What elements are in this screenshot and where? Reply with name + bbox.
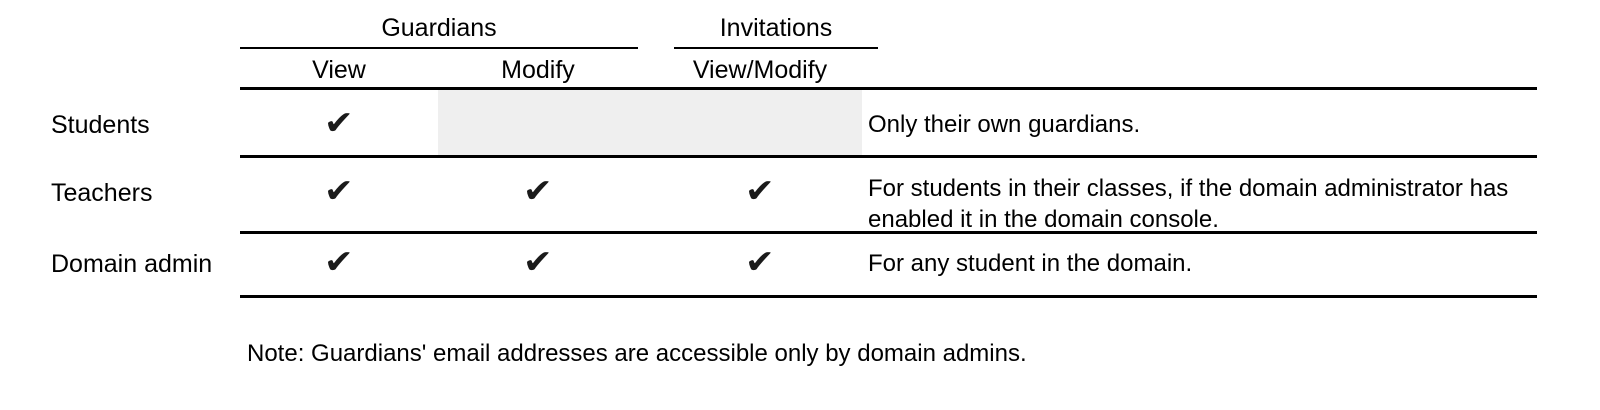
cell-students-invitations-view-modify bbox=[658, 105, 862, 141]
row-label-teachers: Teachers bbox=[51, 179, 153, 207]
cell-teachers-guardians-modify: ✔ bbox=[438, 173, 638, 209]
group-header-guardians: Guardians bbox=[381, 14, 497, 42]
column-header-view-modify: View/Modify bbox=[692, 56, 828, 84]
rule-after-teachers bbox=[240, 231, 1537, 234]
cell-domain-admin-guardians-view: ✔ bbox=[240, 244, 438, 280]
row-label-students: Students bbox=[51, 111, 150, 139]
check-icon: ✔ bbox=[324, 103, 354, 142]
rule-after-students bbox=[240, 155, 1537, 158]
cell-students-guardians-view: ✔ bbox=[240, 105, 438, 141]
column-header-modify: Modify bbox=[501, 56, 575, 84]
table-footnote: Note: Guardians' email addresses are acc… bbox=[247, 340, 1027, 367]
cell-domain-admin-guardians-modify: ✔ bbox=[438, 244, 638, 280]
row-label-domain-admin: Domain admin bbox=[51, 250, 213, 278]
row-note-teachers: For students in their classes, if the do… bbox=[868, 175, 1509, 233]
table-column-header-row: View Modify View/Modify bbox=[0, 54, 1600, 88]
table-group-header-row: Guardians Invitations bbox=[0, 12, 1600, 48]
rule-table-bottom bbox=[240, 295, 1537, 298]
rule-table-top bbox=[240, 87, 1537, 90]
row-note-students: Only their own guardians. bbox=[868, 111, 1141, 138]
check-icon: ✔ bbox=[523, 171, 553, 210]
cell-teachers-invitations-view-modify: ✔ bbox=[658, 173, 862, 209]
rule-under-invitations bbox=[674, 47, 878, 49]
check-icon: ✔ bbox=[324, 242, 354, 281]
cell-domain-admin-invitations-view-modify: ✔ bbox=[658, 244, 862, 280]
table-row: Domain admin ✔ ✔ ✔ For any student in th… bbox=[0, 234, 1600, 295]
cell-shaded-not-applicable bbox=[438, 90, 862, 155]
column-header-view: View bbox=[312, 56, 366, 84]
check-icon: ✔ bbox=[745, 242, 775, 281]
cell-teachers-guardians-view: ✔ bbox=[240, 173, 438, 209]
table-row: Students ✔ Only their own guardians. bbox=[0, 90, 1600, 155]
rule-under-guardians bbox=[240, 47, 638, 49]
table-row: Teachers ✔ ✔ ✔ For students in their cla… bbox=[0, 158, 1600, 234]
cell-students-guardians-modify bbox=[438, 105, 638, 141]
group-header-invitations: Invitations bbox=[719, 14, 833, 42]
check-icon: ✔ bbox=[523, 242, 553, 281]
check-icon: ✔ bbox=[324, 171, 354, 210]
row-note-domain-admin: For any student in the domain. bbox=[868, 250, 1193, 277]
check-icon: ✔ bbox=[745, 171, 775, 210]
